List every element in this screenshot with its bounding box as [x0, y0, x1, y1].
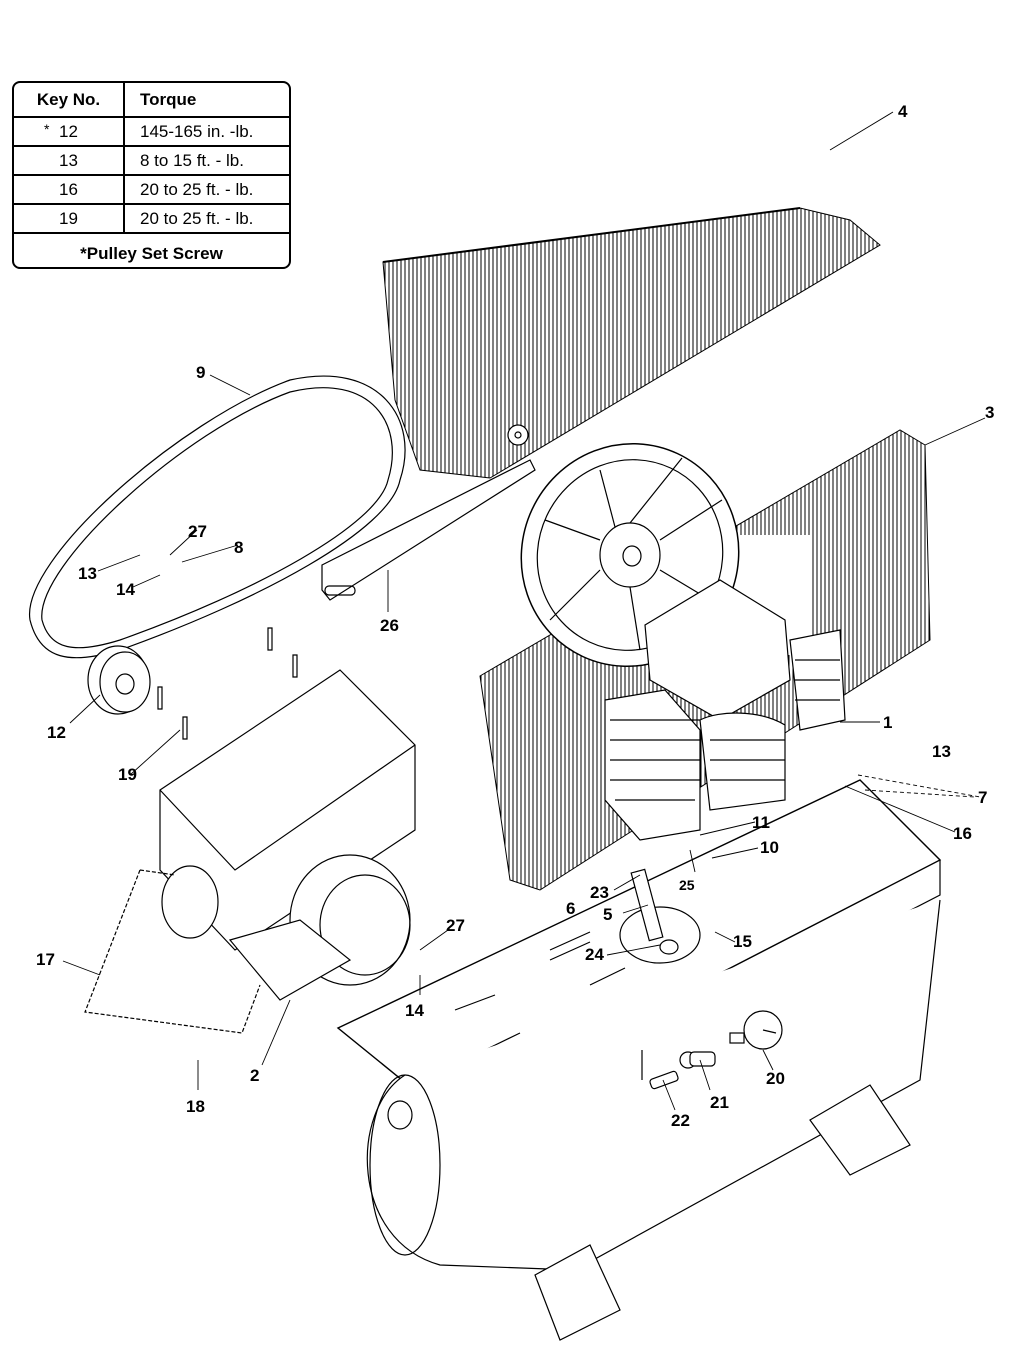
pressure-gauge [729, 1010, 783, 1050]
callout-24: 24 [585, 945, 604, 964]
callout-9: 9 [196, 363, 206, 382]
callout-20: 20 [766, 1069, 785, 1088]
callout-16: 16 [953, 824, 972, 843]
header-key-no: Key No. [14, 83, 125, 116]
callout-26: 26 [380, 616, 399, 635]
callout-19: 19 [118, 765, 137, 784]
torque-value: 145-165 in. -lb. [140, 121, 254, 141]
callout-15: 15 [733, 932, 752, 951]
table-row: * 12 145-165 in. -lb. [14, 118, 289, 147]
callout-13-right: 13 [932, 742, 951, 761]
key-no: 19 [59, 208, 78, 228]
callout-17: 17 [36, 950, 55, 969]
belt-guard-back [382, 207, 881, 479]
callout-7: 7 [978, 788, 988, 807]
callout-18: 18 [186, 1097, 205, 1116]
table-row: 16 20 to 25 ft. - lb. [14, 176, 289, 205]
table-footnote: *Pulley Set Screw [80, 244, 223, 263]
callout-14-motor: 14 [405, 1001, 424, 1020]
electric-motor [159, 669, 416, 1001]
callout-22: 22 [671, 1111, 690, 1130]
callout-14-belt: 14 [116, 580, 135, 599]
pump-assembly [604, 579, 846, 841]
key-no: 16 [59, 179, 78, 199]
callout-11: 11 [752, 813, 770, 832]
callout-13-belt: 13 [78, 564, 97, 583]
motor-mount-plate [84, 869, 261, 1034]
torque-value: 8 to 15 ft. - lb. [140, 150, 244, 170]
callout-4: 4 [898, 102, 908, 121]
torque-table: Key No. Torque * 12 145-165 in. -lb. 13 8… [12, 81, 291, 269]
callout-12: 12 [47, 723, 66, 742]
callout-27-top: 27 [188, 522, 207, 541]
motor-pulley [87, 645, 151, 715]
callout-1: 1 [883, 713, 893, 732]
table-row: 13 8 to 15 ft. - lb. [14, 147, 289, 176]
asterisk: * [44, 121, 50, 137]
callout-8: 8 [234, 538, 244, 557]
table-row: 19 20 to 25 ft. - lb. [14, 205, 289, 234]
header-torque: Torque [140, 89, 197, 109]
callout-2: 2 [250, 1066, 260, 1085]
callout-10: 10 [760, 838, 779, 857]
callout-3: 3 [985, 403, 995, 422]
v-belt [29, 375, 406, 659]
key-no: 12 [59, 121, 78, 141]
torque-table-header: Key No. Torque [14, 83, 289, 118]
callout-6: 6 [566, 899, 576, 918]
bolts [157, 627, 298, 740]
torque-value: 20 to 25 ft. - lb. [140, 208, 254, 228]
callout-23: 23 [590, 883, 609, 902]
valves [641, 1050, 716, 1090]
key-no: 13 [59, 150, 78, 170]
callout-25: 25 [679, 877, 695, 893]
leader-lines [62, 111, 986, 1111]
callout-5: 5 [603, 905, 613, 924]
belt-guard-bracket [321, 459, 536, 601]
torque-value: 20 to 25 ft. - lb. [140, 179, 254, 199]
callout-21: 21 [710, 1093, 729, 1112]
callout-27-motor: 27 [446, 916, 465, 935]
